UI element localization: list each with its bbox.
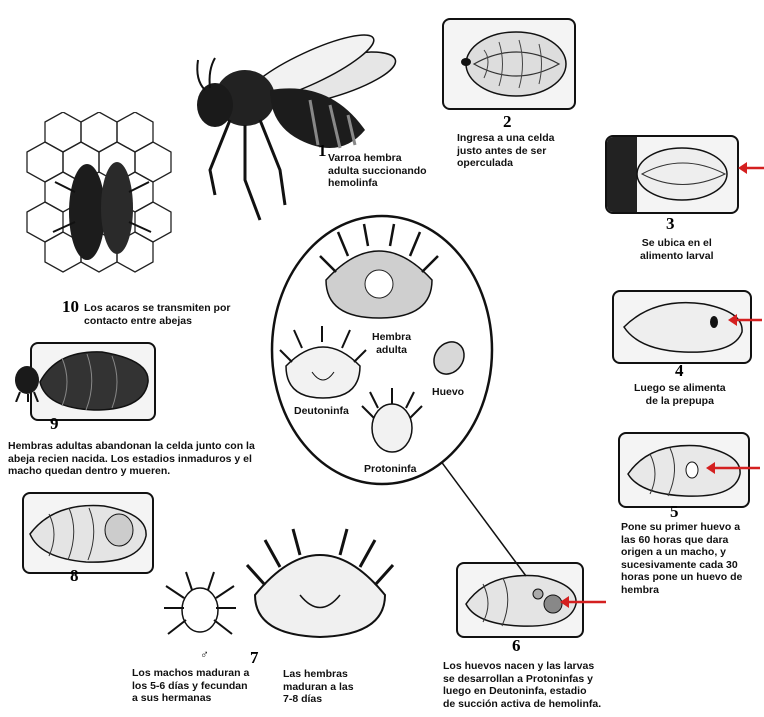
male-symbol: ♂ xyxy=(200,648,209,661)
stage-6-number: 6 xyxy=(512,636,521,656)
stage-5-number: 5 xyxy=(670,502,679,522)
stage-8-cell xyxy=(22,492,154,574)
red-arrow-icon xyxy=(560,594,606,610)
stage-2-label: Ingresa a una celda justo antes de ser o… xyxy=(457,132,554,170)
stage-10-number: 10 xyxy=(62,297,79,317)
stage-10-label: Los acaros se transmiten por contacto en… xyxy=(84,302,230,327)
stage-7-females-label: Las hembras maduran a las 7-8 días xyxy=(283,668,354,706)
red-arrow-icon xyxy=(738,160,764,176)
stage-9-label: Hembras adultas abandonan la celda junto… xyxy=(8,440,255,478)
stage-5-label: Pone su primer huevo a las 60 horas que … xyxy=(621,521,742,596)
stage-3-number: 3 xyxy=(666,214,675,234)
stage-2-number: 2 xyxy=(503,112,512,132)
stage-3-cell xyxy=(605,135,739,214)
stage-9-cell xyxy=(30,342,156,421)
deutonymph-icon xyxy=(278,326,368,402)
female-mite-illustration xyxy=(245,525,395,645)
stage-1-number: 1 xyxy=(318,141,327,161)
stage-4-number: 4 xyxy=(675,361,684,381)
stage-3-label: Se ubica en el alimento larval xyxy=(640,237,714,262)
red-arrow-icon xyxy=(706,460,760,476)
bee-illustration xyxy=(190,20,400,230)
hembra-adulta-label: Hembra adulta xyxy=(372,331,411,356)
stage-4-label: Luego se alimenta de la prepupa xyxy=(634,382,726,407)
stage-1-label: Varroa hembra adulta succionando hemolin… xyxy=(328,152,427,190)
stage-7-males-label: Los machos maduran a los 5-6 días y fecu… xyxy=(132,667,249,705)
red-arrow-icon xyxy=(728,312,762,328)
deutoninfa-label: Deutoninfa xyxy=(294,405,349,418)
protoninfa-label: Protoninfa xyxy=(364,463,417,476)
protonymph-icon xyxy=(358,388,426,458)
stage-6-label: Los huevos nacen y las larvas se desarro… xyxy=(443,660,601,710)
male-mite-illustration xyxy=(162,568,238,648)
honeycomb-bees-illustration xyxy=(25,112,175,292)
stage-2-cell xyxy=(442,18,576,110)
egg-icon xyxy=(428,338,470,378)
stage-8-number: 8 xyxy=(70,566,79,586)
adult-female-mite-icon xyxy=(316,222,442,322)
stage-7-number: 7 xyxy=(250,648,259,668)
huevo-label: Huevo xyxy=(432,386,464,399)
emerging-bee-icon xyxy=(12,362,42,402)
stage-9-number: 9 xyxy=(50,414,59,434)
